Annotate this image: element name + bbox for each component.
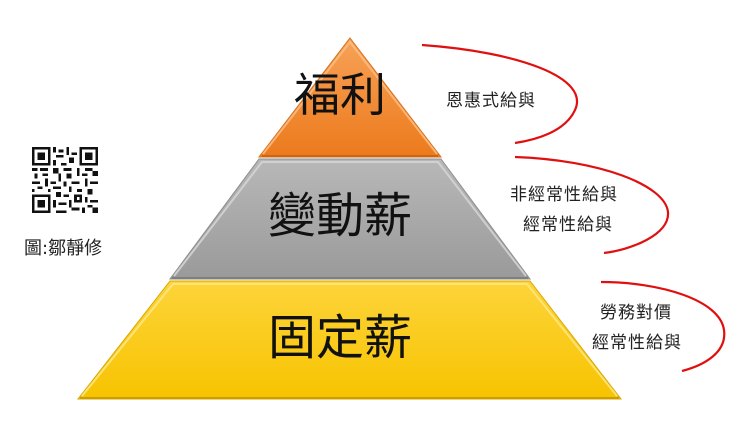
note-line: 非經常性給與	[510, 185, 618, 205]
note-line: 經常性給與	[592, 333, 682, 353]
bracket-welfare	[421, 43, 578, 145]
note-line: 經常性給與	[523, 215, 613, 235]
note-line: 勞務對價	[600, 303, 672, 323]
bracket-variable	[514, 155, 670, 255]
qr-code-icon[interactable]	[32, 147, 98, 213]
note-variable-pay: 非經常性給與 經常性給與	[510, 180, 618, 240]
note-welfare: 恩惠式給與	[446, 86, 536, 116]
note-fixed-pay: 勞務對價 經常性給與	[592, 298, 682, 358]
tier-welfare	[257, 37, 443, 158]
image-credit-caption: 圖:鄒靜修	[24, 238, 103, 259]
tier-label-welfare: 福利	[294, 68, 386, 122]
bracket-fixed	[600, 280, 726, 373]
tier-variable-pay	[169, 158, 531, 280]
tier-label-fixed-pay: 固定薪	[268, 310, 413, 366]
tier-label-variable-pay: 變動薪	[268, 188, 413, 244]
tier-fixed-pay	[76, 280, 623, 400]
note-line: 恩惠式給與	[446, 91, 536, 111]
